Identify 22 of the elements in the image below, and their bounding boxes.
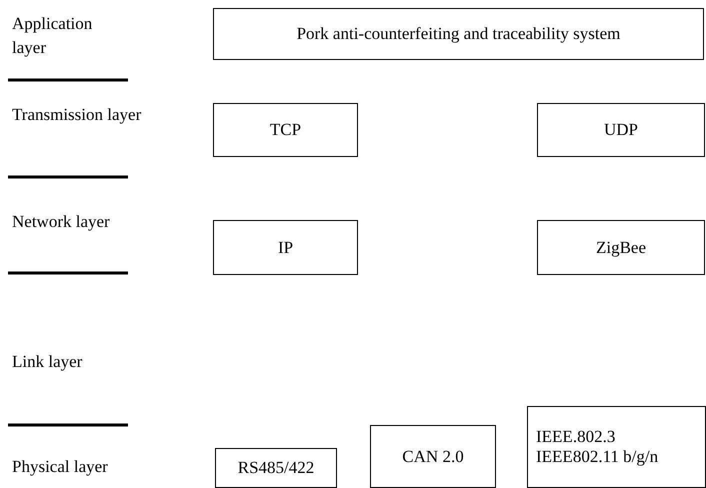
box-label: UDP: [604, 120, 638, 140]
box-label: IP: [278, 238, 294, 258]
box-label: RS485/422: [238, 458, 314, 478]
box-label: ZigBee: [596, 238, 646, 258]
box-label: IEEE802.11 b/g/n: [536, 447, 658, 467]
process-box: [537, 220, 705, 275]
box-label: CAN 2.0: [402, 446, 464, 466]
process-box: [213, 220, 358, 275]
layer-label: Link layer: [12, 351, 84, 373]
process-box: [537, 103, 705, 157]
process-box: [370, 425, 496, 488]
box-label: IEEE.802.3: [536, 427, 616, 447]
process-box: [213, 8, 704, 60]
layer-label: Physical layer: [12, 456, 109, 478]
layer-label: Application layer: [12, 13, 94, 59]
box-label: Pork anti-counterfeiting and traceability system: [296, 24, 620, 44]
process-box: [215, 448, 337, 488]
process-box: [527, 406, 706, 488]
process-box: [213, 103, 358, 157]
box-label: TCP: [270, 120, 302, 140]
layer-label: Network layer: [12, 211, 111, 233]
layer-label: Transmission layer: [12, 104, 142, 126]
